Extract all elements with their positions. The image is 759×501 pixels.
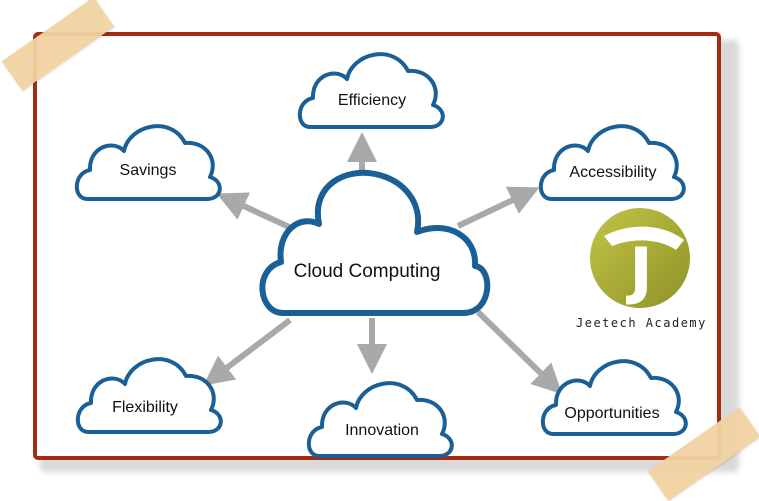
- arrow-to-savings: [216, 192, 302, 235]
- cloud-innovation: Innovation: [306, 381, 454, 458]
- arrow-to-opportunities: [475, 309, 563, 395]
- innovation-label: Innovation: [345, 422, 419, 439]
- center-label: Cloud Computing: [294, 261, 441, 282]
- jeetech-logo: J: [590, 208, 690, 308]
- flexibility-label: Flexibility: [112, 399, 178, 416]
- connector-arrows: [203, 132, 563, 395]
- cloud-opportunities: Opportunities: [540, 359, 688, 436]
- cloud-savings: Savings: [74, 124, 222, 201]
- cloud-flexibility: Flexibility: [75, 357, 223, 434]
- savings-label: Savings: [120, 162, 177, 179]
- cloud-accessibility: Accessibility: [538, 124, 686, 201]
- cloud-efficiency: Efficiency: [297, 52, 445, 129]
- logo-swoosh: [604, 226, 684, 250]
- logo-glyph: J: [625, 234, 652, 307]
- arrow-to-flexibility: [203, 317, 292, 386]
- cloud-center: Cloud Computing: [259, 169, 491, 316]
- efficiency-label: Efficiency: [338, 92, 406, 109]
- opportunities-label: Opportunities: [564, 405, 659, 422]
- arrow-to-accessibility: [456, 186, 540, 229]
- accessibility-label: Accessibility: [569, 164, 656, 181]
- logo-text: Jeetech Academy: [576, 316, 707, 330]
